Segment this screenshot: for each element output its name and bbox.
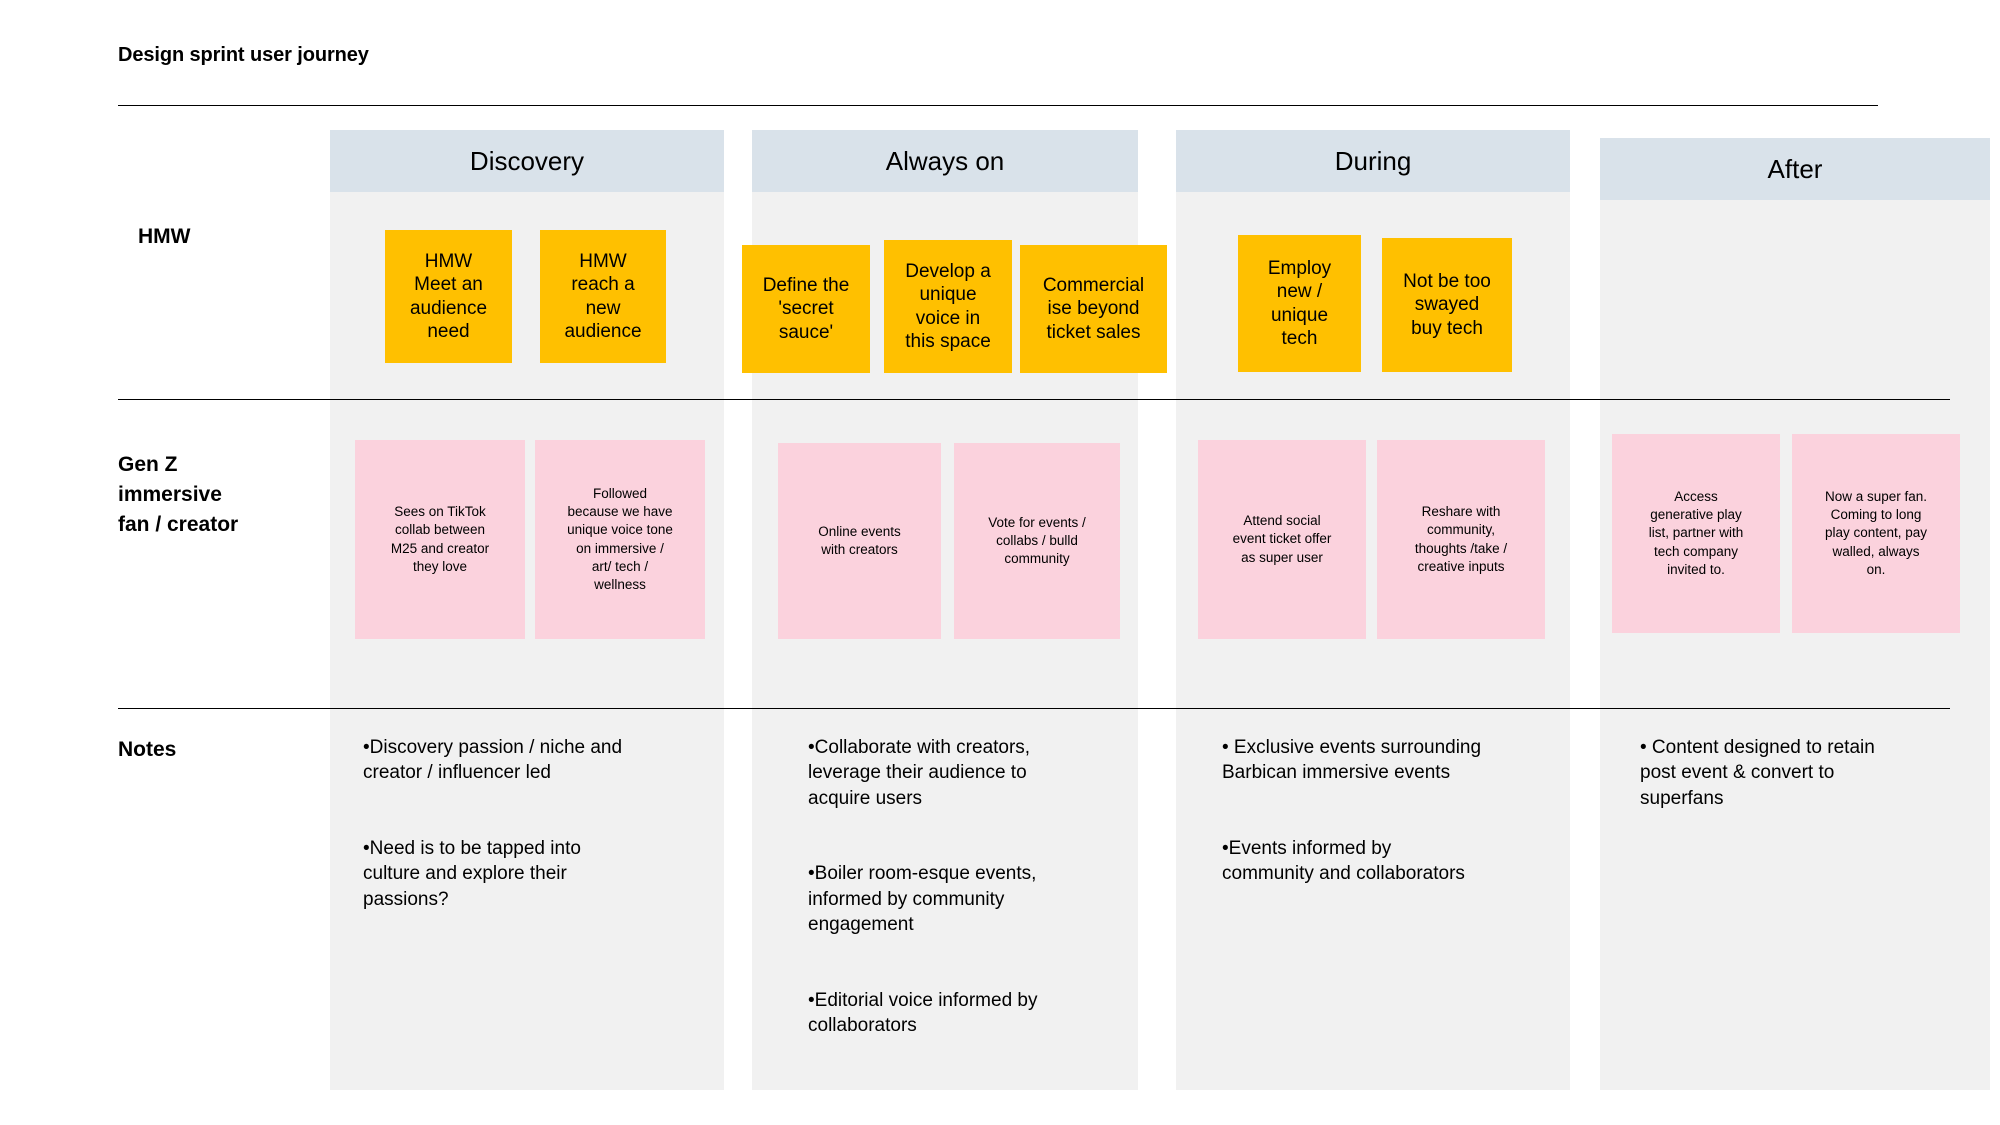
sticky-note-genz[interactable]: Followed because we have unique voice to…: [535, 440, 705, 639]
row-divider-genz: [118, 708, 1950, 709]
column-header-label: During: [1334, 145, 1412, 176]
row-label-hmw: HMW: [138, 225, 191, 248]
column-header-label: Always on: [885, 145, 1005, 176]
notes-text-after: • Content designed to retain post event …: [1640, 737, 1875, 809]
notes-text-always-on: •Collaborate with creators, leverage the…: [808, 737, 1038, 1036]
notes-text-during: • Exclusive events surrounding Barbican …: [1222, 737, 1482, 885]
row-divider-hmw: [118, 399, 1950, 400]
sticky-note-genz[interactable]: Access generative play list, partner wit…: [1612, 434, 1780, 633]
sticky-note-genz[interactable]: Sees on TikTok collab between M25 and cr…: [355, 440, 525, 639]
sticky-note-hmw[interactable]: HMW Meet an audience need: [385, 230, 512, 363]
sticky-note-genz[interactable]: Reshare with community, thoughts /take /…: [1377, 440, 1545, 639]
title-divider: [118, 105, 1878, 106]
sticky-note-genz[interactable]: Now a super fan. Coming to long play con…: [1792, 434, 1960, 633]
sticky-note-genz[interactable]: Attend social event ticket offer as supe…: [1198, 440, 1366, 639]
sticky-note-hmw[interactable]: Define the 'secret sauce': [742, 245, 870, 373]
sticky-note-hmw[interactable]: Develop a unique voice in this space: [884, 240, 1012, 373]
sticky-note-genz[interactable]: Vote for events / collabs / bulld commun…: [954, 443, 1120, 639]
notes-text-discovery: •Discovery passion / niche and creator /…: [363, 737, 623, 910]
row-label-genz: Gen Z immersive fan / creator: [118, 453, 239, 536]
sticky-note-hmw[interactable]: Commercial ise beyond ticket sales: [1020, 245, 1167, 373]
column-header-label: Discovery: [469, 145, 585, 176]
sticky-note-genz[interactable]: Online events with creators: [778, 443, 941, 639]
page-title: Design sprint user journey: [118, 44, 369, 66]
sticky-note-hmw[interactable]: Employ new / unique tech: [1238, 235, 1361, 372]
column-header-during[interactable]: During: [1176, 130, 1570, 192]
row-label-notes: Notes: [118, 738, 177, 761]
column-header-always-on[interactable]: Always on: [752, 130, 1138, 192]
sticky-note-hmw[interactable]: Not be too swayed buy tech: [1382, 238, 1512, 372]
column-header-after[interactable]: After: [1600, 138, 1990, 200]
sticky-note-hmw[interactable]: HMW reach a new audience: [540, 230, 666, 363]
column-header-discovery[interactable]: Discovery: [330, 130, 724, 192]
column-header-label: After: [1767, 153, 1823, 184]
